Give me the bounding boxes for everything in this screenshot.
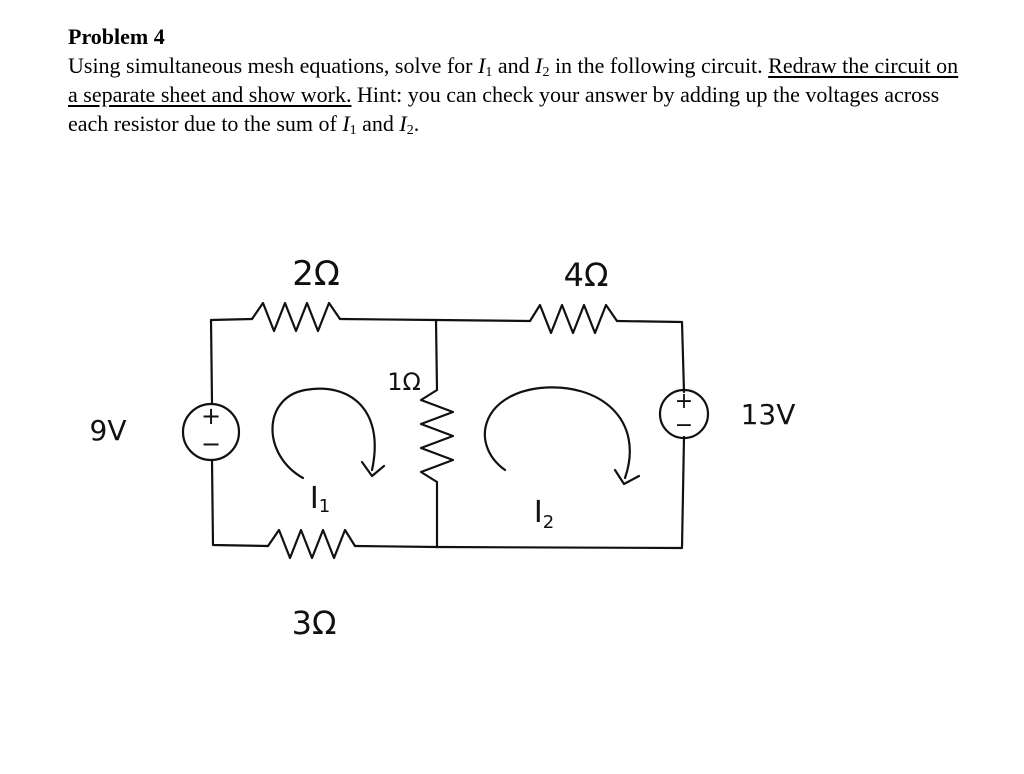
wire-bottom-right bbox=[435, 435, 686, 550]
wire-top-right bbox=[434, 318, 686, 394]
mesh-current-arrow-2 bbox=[483, 386, 631, 480]
label-2ohm: 2Ω bbox=[292, 254, 340, 294]
arrow-head-2 bbox=[613, 468, 641, 486]
label-9v: 9V bbox=[90, 414, 127, 447]
redraw-instruction: Redraw the circuit on a separate sheet a… bbox=[68, 53, 959, 107]
mesh-current-arrow-1 bbox=[271, 387, 376, 480]
label-3ohm: 3Ω bbox=[292, 604, 337, 642]
voltage-source-13v bbox=[658, 388, 710, 440]
label-4ohm: 4Ω bbox=[564, 256, 609, 294]
wire-top-left bbox=[209, 317, 438, 405]
label-1ohm: 1Ω bbox=[387, 368, 421, 396]
minus-sign-13v: − bbox=[675, 413, 693, 438]
label-mesh-2: I2 bbox=[534, 495, 554, 533]
resistor-2ohm bbox=[250, 301, 342, 333]
wire-left-lower bbox=[210, 458, 439, 549]
resistor-4ohm bbox=[528, 303, 619, 335]
label-13v: 13V bbox=[741, 398, 796, 431]
arrow-head-1 bbox=[360, 460, 386, 478]
label-mesh-1: I1 bbox=[310, 481, 330, 517]
problem-statement: Problem 4 Using simultaneous mesh equati… bbox=[68, 22, 968, 138]
wire-middle-branch bbox=[434, 318, 439, 549]
resistor-1ohm bbox=[419, 388, 455, 484]
minus-sign-9v: − bbox=[201, 430, 221, 458]
voltage-source-9v bbox=[181, 402, 241, 462]
problem-text: Using simultaneous mesh equations, solve… bbox=[68, 53, 959, 138]
resistor-3ohm bbox=[266, 528, 357, 560]
plus-sign-13v: + bbox=[675, 389, 693, 414]
problem-title: Problem 4 bbox=[68, 24, 165, 49]
plus-sign-9v: + bbox=[201, 402, 221, 430]
